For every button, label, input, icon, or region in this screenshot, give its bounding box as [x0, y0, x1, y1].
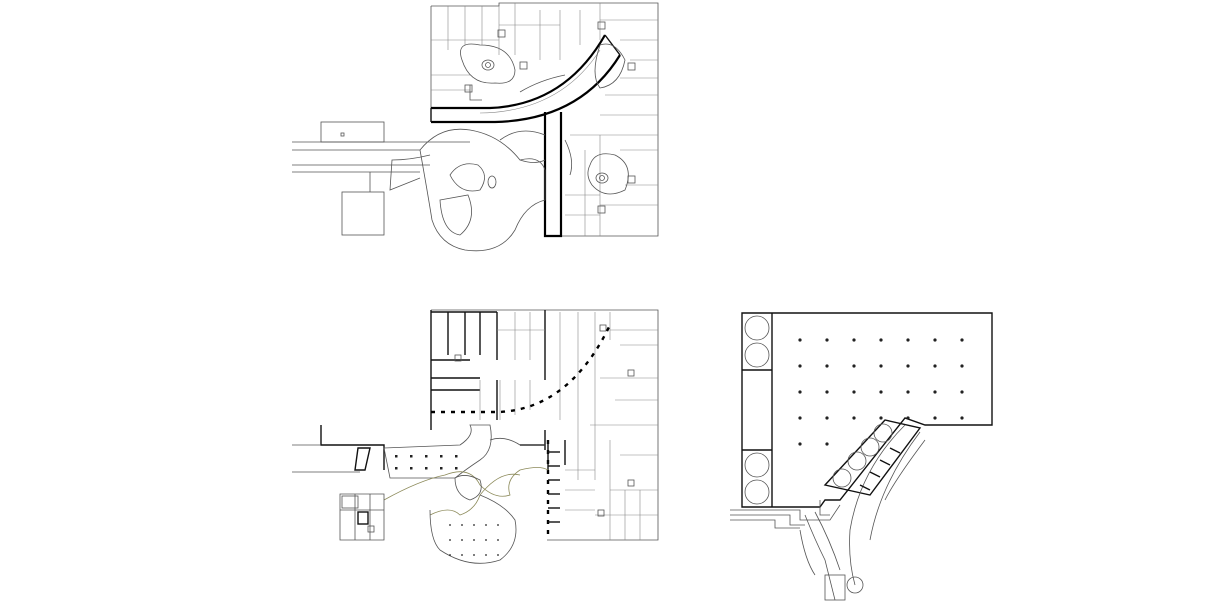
plaza-column	[425, 467, 428, 470]
column-dot	[906, 390, 910, 394]
landscape-dot	[449, 539, 451, 541]
plaza-column	[455, 455, 458, 458]
landscape-dot	[497, 539, 499, 541]
column-dot	[933, 416, 937, 420]
column-dot	[879, 390, 883, 394]
plaza-column	[395, 455, 398, 458]
column-dot	[960, 364, 964, 368]
column-dot	[879, 338, 883, 342]
column-dot	[879, 416, 883, 420]
column-dot	[852, 390, 856, 394]
column-dot	[852, 416, 856, 420]
column-dot	[798, 390, 802, 394]
landscape-dot	[461, 554, 463, 556]
landscape-dot	[473, 554, 475, 556]
column-dot	[960, 416, 964, 420]
column-dot	[906, 338, 910, 342]
column-dot	[798, 364, 802, 368]
column-dot	[825, 390, 829, 394]
landscape-dot	[497, 524, 499, 526]
plaza-column	[425, 455, 428, 458]
column-dot	[933, 390, 937, 394]
column-grid	[395, 338, 964, 556]
landscape-dot	[485, 554, 487, 556]
column-dot	[960, 390, 964, 394]
column-dot	[825, 338, 829, 342]
column-dot	[798, 338, 802, 342]
landscape-dot	[485, 524, 487, 526]
landscape-dot	[449, 524, 451, 526]
plaza-column	[410, 467, 413, 470]
column-dot	[852, 364, 856, 368]
landscape-dot	[449, 554, 451, 556]
landscape-dot	[461, 524, 463, 526]
column-dot	[906, 364, 910, 368]
landscape-dot	[497, 554, 499, 556]
parking-grid-plan	[730, 312, 993, 601]
column-dot	[960, 338, 964, 342]
landscape-dot	[485, 539, 487, 541]
plaza-column	[395, 467, 398, 470]
column-dot	[825, 416, 829, 420]
column-dot	[933, 364, 937, 368]
column-dot	[906, 416, 910, 420]
column-dot	[798, 416, 802, 420]
plaza-column	[455, 467, 458, 470]
column-dot	[933, 338, 937, 342]
column-dot	[825, 364, 829, 368]
column-dot	[798, 442, 802, 446]
plaza-column	[440, 455, 443, 458]
lower-level-plan	[292, 309, 659, 564]
upper-level-plan	[292, 2, 659, 252]
column-dot	[852, 338, 856, 342]
column-dot	[879, 364, 883, 368]
landscape-dot	[473, 539, 475, 541]
landscape-dot	[461, 539, 463, 541]
plaza-column	[440, 467, 443, 470]
plaza-column	[410, 455, 413, 458]
column-dot	[825, 442, 829, 446]
landscape-dot	[473, 524, 475, 526]
